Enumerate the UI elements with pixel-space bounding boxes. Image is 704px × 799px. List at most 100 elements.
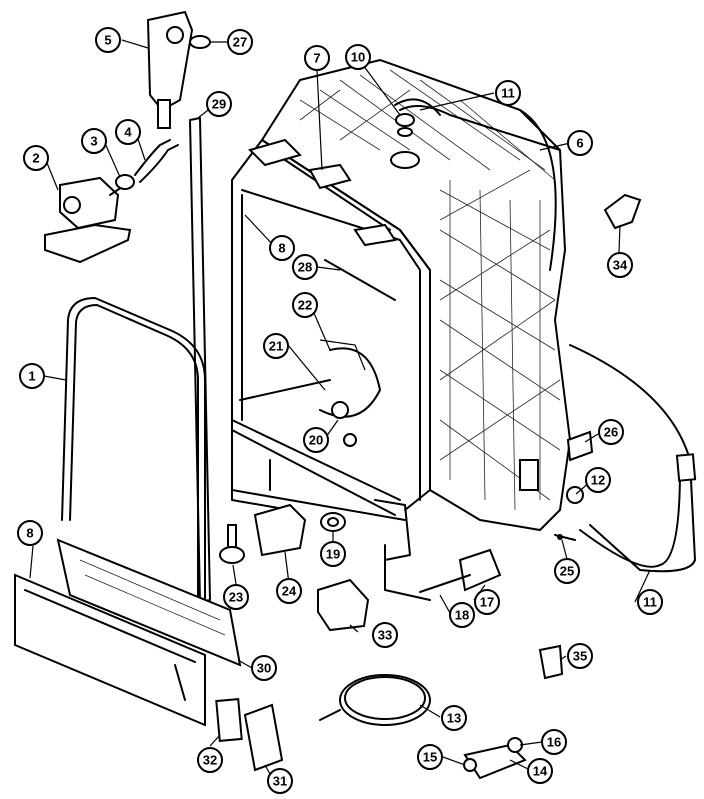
callout-c33: 33 (372, 622, 398, 648)
callout-number: 15 (423, 750, 437, 765)
callout-c11a: 11 (495, 80, 521, 106)
callout-circle (206, 91, 232, 117)
toe-panel-30 (56, 538, 242, 667)
callout-c4: 4 (115, 119, 141, 145)
screw-18 (419, 574, 471, 593)
callout-number: 3 (90, 134, 97, 149)
callout-circle (417, 744, 443, 770)
drain-hose-11 (569, 344, 697, 573)
callout-number: 33 (378, 628, 392, 643)
callout-c30: 30 (251, 655, 277, 681)
callout-circle (292, 254, 318, 280)
o-ring-27 (189, 35, 211, 49)
callout-c34: 34 (607, 252, 633, 278)
callout-number: 6 (576, 136, 583, 151)
callout-circle (474, 589, 500, 615)
bracket-34 (603, 193, 642, 230)
callout-number: 13 (447, 711, 461, 726)
parts-14-15-16 (463, 737, 527, 780)
callout-circle (251, 655, 277, 681)
callout-number: 20 (309, 433, 323, 448)
callout-number: 2 (32, 151, 39, 166)
callout-circle (223, 584, 249, 610)
callout-c16: 16 (541, 729, 567, 755)
callout-circle (320, 541, 346, 567)
callout-c31: 31 (267, 768, 293, 794)
callout-number: 32 (203, 753, 217, 768)
callout-circle (449, 602, 475, 628)
callout-c26: 26 (598, 419, 624, 445)
callout-c25: 25 (554, 558, 580, 584)
callout-number: 1 (28, 369, 35, 384)
callout-number: 35 (573, 649, 587, 664)
callout-c13: 13 (441, 705, 467, 731)
callout-circle (585, 467, 611, 493)
inlet-valve-2 (44, 176, 132, 264)
vertical-strip-29 (189, 117, 211, 603)
callout-circle (527, 758, 553, 784)
callout-number: 26 (604, 425, 618, 440)
callout-number: 27 (233, 35, 247, 50)
callout-circle (115, 119, 141, 145)
callout-circle (263, 333, 289, 359)
callout-c35: 35 (567, 643, 593, 669)
callout-c21: 21 (263, 333, 289, 359)
callout-c24: 24 (276, 578, 302, 604)
callout-c29: 29 (206, 91, 232, 117)
callout-number: 16 (547, 735, 561, 750)
callout-c22: 22 (292, 292, 318, 318)
callout-circle (292, 292, 318, 318)
callout-c23: 23 (223, 584, 249, 610)
callout-number: 10 (351, 50, 365, 65)
callout-circle (372, 622, 398, 648)
callout-c18: 18 (449, 602, 475, 628)
callout-c7: 7 (304, 45, 330, 71)
part-24 (253, 503, 307, 557)
callout-number: 31 (273, 774, 287, 789)
callout-c32: 32 (197, 747, 223, 773)
part-23 (219, 524, 245, 564)
callout-circle (304, 45, 330, 71)
callout-circle (227, 29, 253, 55)
callout-circle (607, 252, 633, 278)
callout-circle (303, 427, 329, 453)
callout-number: 8 (26, 526, 33, 541)
callout-circle (598, 419, 624, 445)
callout-c14: 14 (527, 758, 553, 784)
callout-circle (441, 705, 467, 731)
fitting-3 (115, 174, 135, 190)
callout-c20: 20 (303, 427, 329, 453)
screw-25 (554, 534, 576, 541)
ring-13 (319, 674, 431, 726)
callout-circle (95, 27, 121, 53)
callout-number: 23 (229, 590, 243, 605)
callout-c10: 10 (345, 44, 371, 70)
callout-circle (267, 768, 293, 794)
part-31 (243, 703, 284, 772)
callout-number: 17 (480, 595, 494, 610)
callout-circle (495, 80, 521, 106)
callout-circle (567, 643, 593, 669)
callout-c15: 15 (417, 744, 443, 770)
callout-c11b: 11 (637, 589, 663, 615)
callout-c2: 2 (23, 145, 49, 171)
callout-number: 30 (257, 661, 271, 676)
callout-number: 4 (124, 125, 132, 140)
callout-number: 22 (298, 298, 312, 313)
callout-number: 25 (560, 564, 574, 579)
callout-c3: 3 (81, 128, 107, 154)
callout-circle (19, 363, 45, 389)
callout-circle (541, 729, 567, 755)
callout-circle (197, 747, 223, 773)
callout-circle (345, 44, 371, 70)
fill-funnel-5 (146, 10, 194, 129)
callout-c17: 17 (474, 589, 500, 615)
callout-circle (17, 520, 43, 546)
callout-circle (23, 145, 49, 171)
part-19 (320, 512, 346, 532)
tub-front-frame (231, 138, 431, 601)
vent-hose-11-top (394, 98, 441, 116)
callout-number: 19 (326, 547, 340, 562)
callout-number: 11 (643, 595, 657, 610)
